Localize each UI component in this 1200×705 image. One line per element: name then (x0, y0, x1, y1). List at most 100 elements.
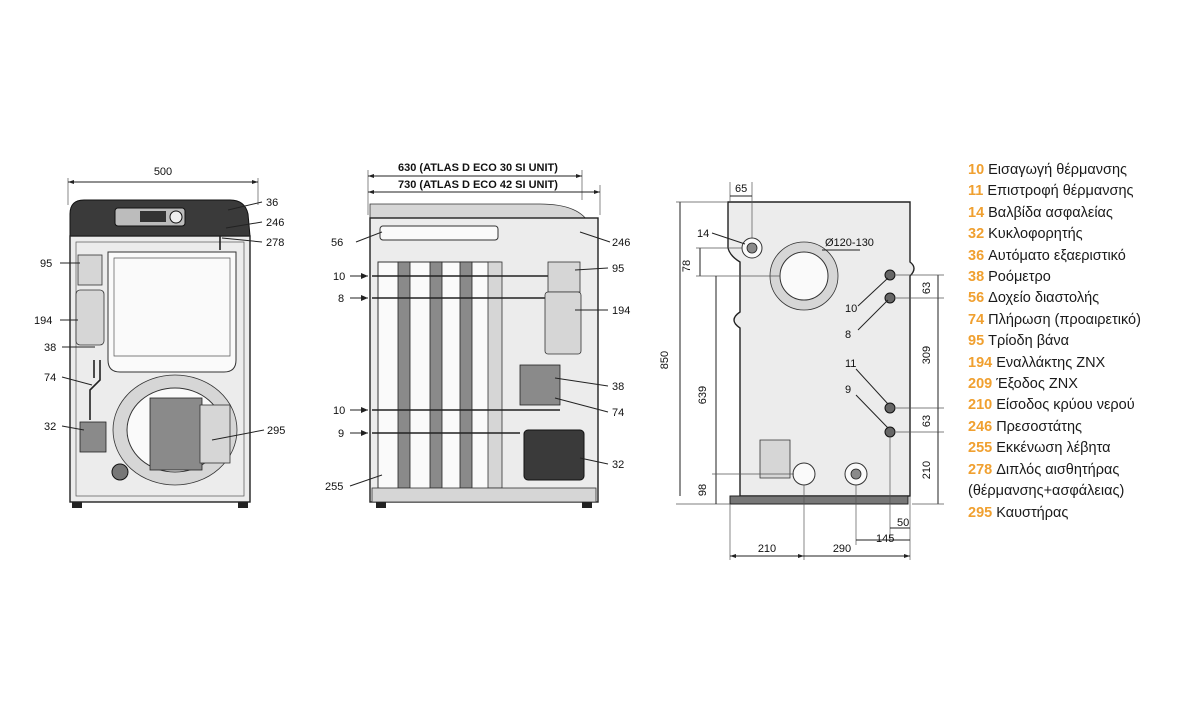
side-view: 630 (ATLAS D ECO 30 SI UNIT) 730 (ATLAS … (325, 162, 630, 508)
legend-number: 10 (968, 162, 985, 178)
legend-label: Αυτόματο εξαεριστικό (988, 247, 1126, 264)
rear-dim-63b: 63 (921, 415, 933, 427)
front-inner-frame (75, 241, 245, 497)
rear-callout-11: 11 (845, 358, 856, 370)
rear-callout-14: 14 (697, 228, 709, 240)
side-callout-8: 8 (338, 293, 344, 305)
front-callout-278: 278 (266, 237, 284, 249)
legend-number: 11 (968, 183, 984, 200)
legend-number: 209 (968, 376, 993, 393)
legend-label: Εναλλάκτης ΖΝΧ (996, 354, 1106, 371)
side-callout-9: 9 (338, 428, 344, 440)
rear-dim-145: 145 (876, 533, 894, 545)
legend-label: Ροόμετρο (988, 269, 1051, 286)
legend-label: Βαλβίδα ασφαλείας (988, 204, 1113, 221)
front-3way-valve (77, 254, 103, 286)
side-width-30: 630 (ATLAS D ECO 30 SI UNIT) (398, 162, 558, 174)
legend-number: 278 (968, 461, 993, 478)
rear-dim-flue: Ø120-130 (825, 237, 874, 249)
side-callout-194: 194 (612, 305, 630, 317)
front-exchanger-194 (75, 289, 105, 346)
front-display-screen (140, 211, 166, 222)
rear-dim-65: 65 (735, 183, 747, 195)
rear-view: 65 Ø120-130 850 78 639 98 63 309 63 210 (659, 182, 944, 560)
legend-label: Είσοδος κρύου νερού (996, 397, 1135, 414)
legend-label: Έξοδος ΖΝΧ (996, 376, 1078, 393)
rear-dim-210v: 210 (921, 461, 933, 479)
legend-label: Τρίοδη βάνα (988, 333, 1070, 350)
legend-number: 210 (968, 397, 993, 414)
rear-dim-850: 850 (659, 351, 671, 369)
front-callout-36: 36 (266, 197, 278, 209)
legend-number: 95 (968, 333, 985, 350)
side-callout-10: 10 (333, 271, 345, 283)
rear-callout-8: 8 (845, 329, 851, 341)
front-callout-32: 32 (44, 421, 56, 433)
legend-label: Διπλός αισθητήρας (996, 461, 1120, 478)
side-callout-56: 56 (331, 237, 343, 249)
front-heat-exchanger (107, 251, 237, 373)
legend-label: Εκκένωση λέβητα (996, 440, 1111, 457)
rear-dim-290: 290 (833, 543, 851, 555)
legend-label: Επιστροφή θέρμανσης (987, 183, 1134, 200)
rear-dim-78: 78 (681, 260, 693, 272)
side-callout-74: 74 (612, 407, 624, 419)
side-callout-32: 32 (612, 459, 624, 471)
legend-label: Εισαγωγή θέρμανσης (988, 162, 1128, 178)
legend-label: Κυκλοφορητής (988, 226, 1083, 243)
rear-dim-63a: 63 (921, 282, 933, 294)
legend-number: 194 (968, 354, 993, 371)
front-callout-95: 95 (40, 258, 52, 270)
side-pump (523, 429, 585, 481)
front-burner-295 (149, 397, 203, 471)
rear-dim-210h: 210 (758, 543, 776, 555)
side-width-42: 730 (ATLAS D ECO 42 SI UNIT) (398, 179, 558, 191)
front-view: 500 95 194 38 (34, 166, 285, 508)
legend-number: 32 (968, 226, 985, 243)
legend-number: 14 (968, 204, 985, 221)
front-knob (169, 210, 183, 224)
side-callout-246: 246 (612, 237, 630, 249)
legend-label: (θέρμανσης+ασφάλειας) (968, 483, 1125, 500)
side-flowmeter (519, 364, 561, 406)
legend-label: Πλήρωση (προαιρετικό) (988, 311, 1141, 328)
legend-item: (θέρμανσης+ασφάλειας) (968, 481, 1188, 502)
side-callout-10b: 10 (333, 405, 345, 417)
front-width-label: 500 (154, 166, 172, 178)
rear-callout-10: 10 (845, 303, 857, 315)
side-exchanger-194 (544, 291, 582, 355)
legend-label: Πρεσοστάτης (996, 418, 1083, 435)
rear-dim-98: 98 (697, 484, 709, 496)
legend-number: 38 (968, 269, 985, 286)
rear-callout-9: 9 (845, 384, 851, 396)
side-3way-valve (547, 261, 581, 293)
side-callout-95: 95 (612, 263, 624, 275)
rear-dim-639: 639 (697, 386, 709, 404)
front-callout-194: 194 (34, 315, 52, 327)
legend-label: Δοχείο διαστολής (988, 290, 1100, 307)
legend-number: 36 (968, 247, 985, 264)
side-expansion-tank (379, 225, 499, 241)
side-callout-38: 38 (612, 381, 624, 393)
legend-number: 295 (968, 504, 993, 521)
rear-dim-309: 309 (921, 346, 933, 364)
legend-label: Καυστήρας (996, 504, 1069, 521)
front-callout-246: 246 (266, 217, 284, 229)
front-callout-74: 74 (44, 372, 56, 384)
front-pump (79, 421, 107, 453)
